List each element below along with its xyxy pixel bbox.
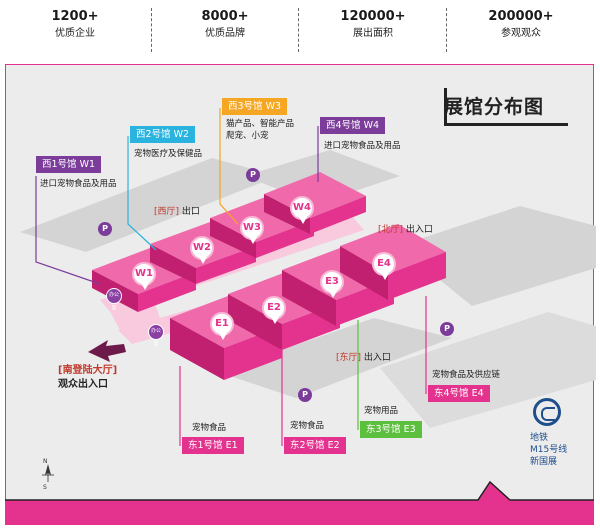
entrance-east: [东厅] 出入口 [336,350,391,363]
entrance-west-text: 出口 [179,207,200,217]
stat-brands: 8000+ 优质品牌 [150,8,300,42]
entrance-east-bracket: [东厅] [336,353,362,363]
stat-label: 优质企业 [55,28,95,39]
hall-desc-w1: 进口宠物食品及用品 [40,179,117,189]
hall-tag-e3: 东3号馆 E3 [360,421,422,438]
hall-marker-e1[interactable]: E1 [210,312,234,340]
ground-south [218,318,452,398]
bottom-band [5,482,594,525]
hall-tag-e2: 东2号馆 E2 [284,437,346,454]
leader-w1 [35,176,101,285]
hall-desc-w3-line2: 爬宠、小宠 [226,131,269,141]
stat-value: 1200+ [51,9,99,24]
ground-west [20,158,278,252]
title-underline [444,123,568,126]
entrance-north-text: 出入口 [403,225,433,235]
metro-label: 地铁 M15号线 新国展 [530,432,567,468]
entrance-west-bracket: [西厅] [154,207,180,217]
hall-e4 [340,224,446,300]
parking-icon: P [246,168,260,182]
hall-tag-w2: 西2号馆 W2 [130,126,196,143]
hall-tag-e1: 东1号馆 E1 [182,437,244,454]
stat-label: 展出面积 [353,28,393,39]
leader-w3 [219,108,239,225]
hall-desc-e2: 宠物食品 [290,421,325,431]
entrance-south-bracket: [南登陆大厅] [58,365,118,376]
hall-desc-e4: 宠物食品及供应链 [432,370,501,380]
title-bracket [444,88,447,124]
metro-label-line3: 新国展 [530,457,558,467]
metro-label-line2: M15号线 [530,445,568,455]
compass-south: S [43,484,47,491]
entrance-south-text: 观众出入口 [58,379,108,390]
metro-icon [533,398,561,426]
entrance-arrow [88,340,126,362]
office-icon: 办公室 [106,288,122,311]
stat-label: 优质品牌 [205,28,245,39]
map-title: 展馆分布图 [444,96,545,118]
entrance-west: [西厅] 出口 [154,204,200,217]
hall-marker-e2[interactable]: E2 [262,296,286,324]
hall-tag-e4: 东4号馆 E4 [428,385,490,402]
hall-desc-w4: 进口宠物食品及用品 [324,141,401,151]
entrance-south: [南登陆大厅] 观众出入口 [58,364,117,392]
entrance-north-bracket: [北厅] [378,225,404,235]
hall-marker-e3[interactable]: E3 [320,270,344,298]
hall-tag-w1: 西1号馆 W1 [36,156,102,173]
stat-divider [446,8,447,52]
bottom-band-edge [5,480,594,501]
parking-icon: P [440,322,454,336]
stat-area: 120000+ 展出面积 [298,8,448,42]
stat-value: 200000+ [488,9,554,24]
parking-icon: P [98,222,112,236]
hall-w4 [264,172,366,234]
office-icon: 办公室 [148,324,164,347]
hall-desc-e3: 宠物用品 [364,406,399,416]
hall-desc-w3: 猫产品、智能产品 爬宠、小宠 [226,118,294,142]
hall-desc-w3-line1: 猫产品、智能产品 [226,119,295,129]
compass-arrow [42,464,54,482]
leader-w2 [127,136,157,251]
stat-visitors: 200000+ 参观观众 [446,8,596,42]
ground-northeast [398,206,596,306]
metro-label-line1: 地铁 [530,433,549,443]
hall-tag-w4: 西4号馆 W4 [320,117,386,134]
stat-value: 8000+ [201,9,249,24]
parking-icon: P [298,388,312,402]
stats-strip: 1200+ 优质企业 8000+ 优质品牌 120000+ 展出面积 20000… [0,0,600,58]
hall-desc-e1: 宠物食品 [192,423,227,433]
stat-divider [298,8,299,52]
hall-tag-w3: 西3号馆 W3 [222,98,288,115]
hall-marker-w4[interactable]: W4 [290,196,314,224]
stat-value: 120000+ [340,9,406,24]
hall-marker-e4[interactable]: E4 [372,252,396,280]
stat-label: 参观观众 [501,28,541,39]
stat-companies: 1200+ 优质企业 [0,8,150,42]
entrance-east-text: 出入口 [361,353,391,363]
hall-desc-w2: 宠物医疗及保健品 [134,149,203,159]
compass-north: N [43,458,48,465]
entrance-north: [北厅] 出入口 [378,222,433,235]
hall-marker-w2[interactable]: W2 [190,236,214,264]
hall-marker-w3[interactable]: W3 [240,216,264,244]
hall-marker-w1[interactable]: W1 [132,262,156,290]
stat-divider [151,8,152,52]
